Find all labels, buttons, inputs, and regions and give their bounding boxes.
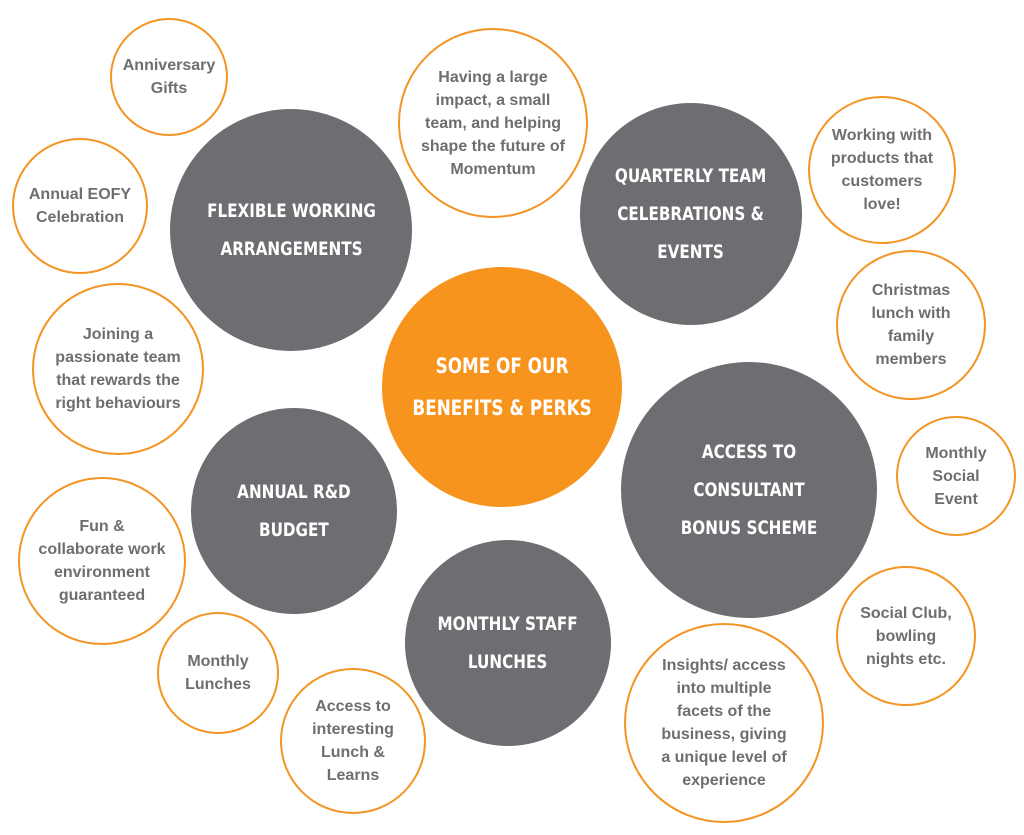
benefit-label: MONTHLY STAFF LUNCHES (437, 613, 579, 673)
perk-insights-access: Insights/ access into multiple facets of… (624, 623, 824, 823)
perk-label: Access to interesting Lunch & Learns (312, 698, 394, 784)
perk-label: Christmas lunch with family members (871, 282, 951, 368)
perk-label: Monthly Social Event (925, 444, 987, 508)
benefit-label: QUARTERLY TEAM CELEBRATIONS & EVENTS (615, 165, 767, 263)
center-circle: SOME OF OUR BENEFITS & PERKS (382, 267, 622, 507)
benefit-consultant-bonus: ACCESS TO CONSULTANT BONUS SCHEME (621, 362, 877, 618)
perk-label: Fun & collaborate work environment guara… (38, 518, 166, 604)
benefit-label: FLEXIBLE WORKING ARRANGEMENTS (206, 200, 376, 260)
center-label: SOME OF OUR BENEFITS & PERKS (412, 354, 592, 420)
perk-monthly-lunches: Monthly Lunches (157, 612, 279, 734)
benefit-staff-lunches: MONTHLY STAFF LUNCHES (405, 540, 611, 746)
perk-label: Anniversary Gifts (122, 57, 216, 97)
perk-social-club: Social Club, bowling nights etc. (836, 566, 976, 706)
perk-lunch-learns: Access to interesting Lunch & Learns (280, 668, 426, 814)
perk-monthly-social: Monthly Social Event (896, 416, 1016, 536)
perk-anniversary-gifts: Anniversary Gifts (110, 18, 228, 136)
perk-christmas-lunch: Christmas lunch with family members (836, 250, 986, 400)
benefit-label: ANNUAL R&D BUDGET (237, 481, 351, 541)
perk-label: Annual EOFY Celebration (28, 186, 132, 226)
perk-label: Joining a passionate team that rewards t… (55, 326, 181, 412)
perk-annual-eofy: Annual EOFY Celebration (12, 138, 148, 274)
perk-label: Insights/ access into multiple facets of… (661, 657, 787, 789)
benefit-label: ACCESS TO CONSULTANT BONUS SCHEME (680, 441, 818, 539)
perk-working-products: Working with products that customers lov… (808, 96, 956, 244)
perk-label: Having a large impact, a small team, and… (420, 68, 565, 178)
perk-large-impact: Having a large impact, a small team, and… (398, 28, 588, 218)
perk-label: Working with products that customers lov… (830, 127, 934, 213)
perk-label: Social Club, bowling nights etc. (860, 604, 952, 668)
perk-joining-team: Joining a passionate team that rewards t… (32, 283, 204, 455)
benefit-rd-budget: ANNUAL R&D BUDGET (191, 408, 397, 614)
perk-label: Monthly Lunches (185, 653, 251, 693)
benefit-flexible-working: FLEXIBLE WORKING ARRANGEMENTS (170, 109, 412, 351)
perk-fun-environment: Fun & collaborate work environment guara… (18, 477, 186, 645)
benefit-quarterly-team: QUARTERLY TEAM CELEBRATIONS & EVENTS (580, 103, 802, 325)
